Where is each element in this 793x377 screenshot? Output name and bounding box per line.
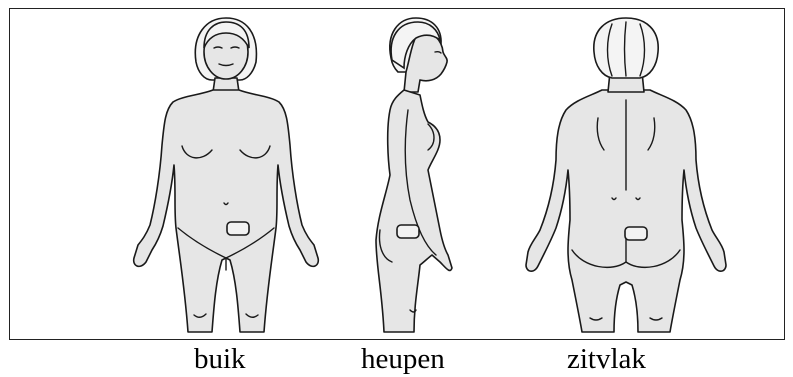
patch-buttock: [625, 227, 647, 240]
patch-abdomen: [227, 222, 249, 235]
front-figure: [134, 18, 319, 332]
label-back: zitvlak: [567, 343, 646, 375]
patch-hip: [397, 225, 419, 238]
label-side: heupen: [361, 343, 445, 375]
label-front: buik: [194, 343, 246, 375]
back-figure: [526, 18, 726, 332]
side-figure: [376, 18, 452, 332]
